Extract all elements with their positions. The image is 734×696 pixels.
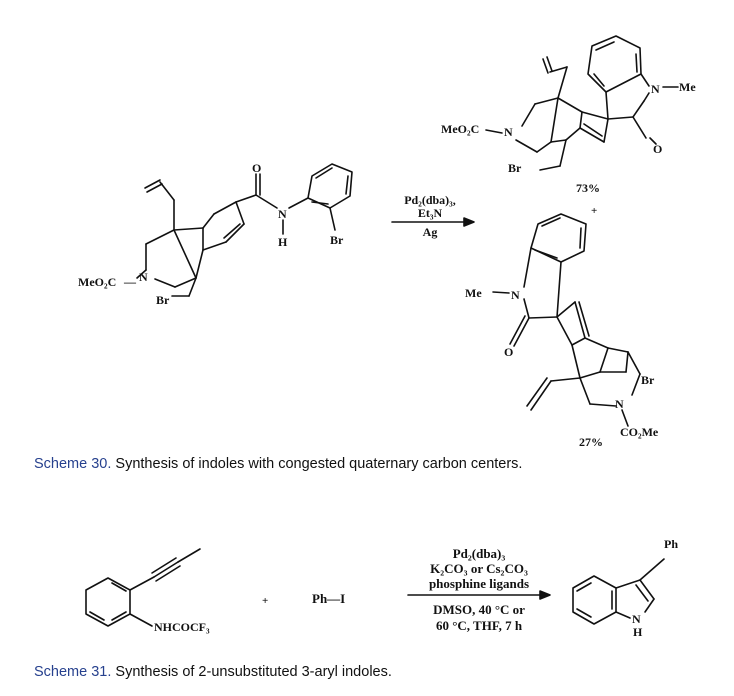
scheme-31-caption-text: Synthesis of 2-unsubstituted 3-aryl indo… xyxy=(115,664,392,680)
scheme-31-caption: Scheme 31. Synthesis of 2-unsubstituted … xyxy=(34,664,392,680)
p2-ester-label: CO₂Me xyxy=(620,425,659,439)
p2-o-label: O xyxy=(504,345,514,359)
scheme-30-label: Scheme 30. xyxy=(34,456,112,472)
arrow-head-scheme30 xyxy=(463,217,475,227)
p2-br-label: Br xyxy=(641,373,655,387)
sm30-aryl-br-label: Br xyxy=(330,233,344,247)
product1-drawing xyxy=(485,35,679,171)
sm30-amide-h-label: H xyxy=(278,235,288,249)
p1-ester-label: MeO₂C xyxy=(441,122,480,136)
p2-indole-n-label: N xyxy=(511,288,520,302)
scheme31-condition-3: phosphine ligands xyxy=(428,576,530,591)
scheme-30-caption: Scheme 30. Synthesis of indoles with con… xyxy=(34,456,522,472)
sm30-amide-n-label: N xyxy=(278,207,287,221)
sm31-drawing xyxy=(85,548,201,627)
scheme31-plus: + xyxy=(262,595,269,607)
sm30-n-label: N xyxy=(139,270,148,284)
p1-br-label: Br xyxy=(508,161,522,175)
scheme31-reagent: Ph—I xyxy=(312,591,346,606)
sm31-amide-label: NHCOCF₃ xyxy=(154,620,210,634)
p2-yield: 27% xyxy=(579,435,603,449)
p2-n-label: N xyxy=(615,397,624,411)
p1-indole-n-label: N xyxy=(651,82,660,96)
p2-me-label: Me xyxy=(465,286,482,300)
p1-n-label: N xyxy=(504,125,513,139)
sm30-o-label: O xyxy=(252,161,262,175)
p1-o-label: O xyxy=(653,142,663,156)
product31-drawing xyxy=(572,558,665,625)
scheme31-condition-5: 60 °C, THF, 7 h xyxy=(435,618,523,633)
sm30-ester-label: MeO₂C xyxy=(78,275,117,289)
p1-yield: 73% xyxy=(576,181,600,195)
sm30-dash: — xyxy=(124,275,136,289)
scheme31-condition-4: DMSO, 40 °C or xyxy=(433,602,525,617)
arrow-head-scheme31 xyxy=(539,590,551,600)
p31-ph-label: Ph xyxy=(664,537,679,551)
scheme30-condition-3: Ag xyxy=(422,225,438,239)
sm30-br-label: Br xyxy=(156,293,170,307)
p31-n-label: N xyxy=(632,612,641,626)
scheme31-condition-2: K₂CO₃ or Cs₂CO₃ xyxy=(430,561,528,576)
p31-h-label: H xyxy=(633,625,643,639)
product2-drawing xyxy=(492,213,641,427)
scheme30-plus: + xyxy=(591,205,598,217)
scheme30-condition-2: Et₃N xyxy=(417,206,443,220)
p1-me-label: Me xyxy=(679,80,696,94)
sm30-drawing xyxy=(136,163,353,297)
scheme-31-label: Scheme 31. xyxy=(34,664,112,680)
scheme31-condition-1: Pd₂(dba)₃ xyxy=(452,546,506,561)
scheme-30-caption-text: Synthesis of indoles with congested quat… xyxy=(115,456,523,472)
scheme30-condition-1: Pd₂(dba)₃, xyxy=(404,193,456,207)
